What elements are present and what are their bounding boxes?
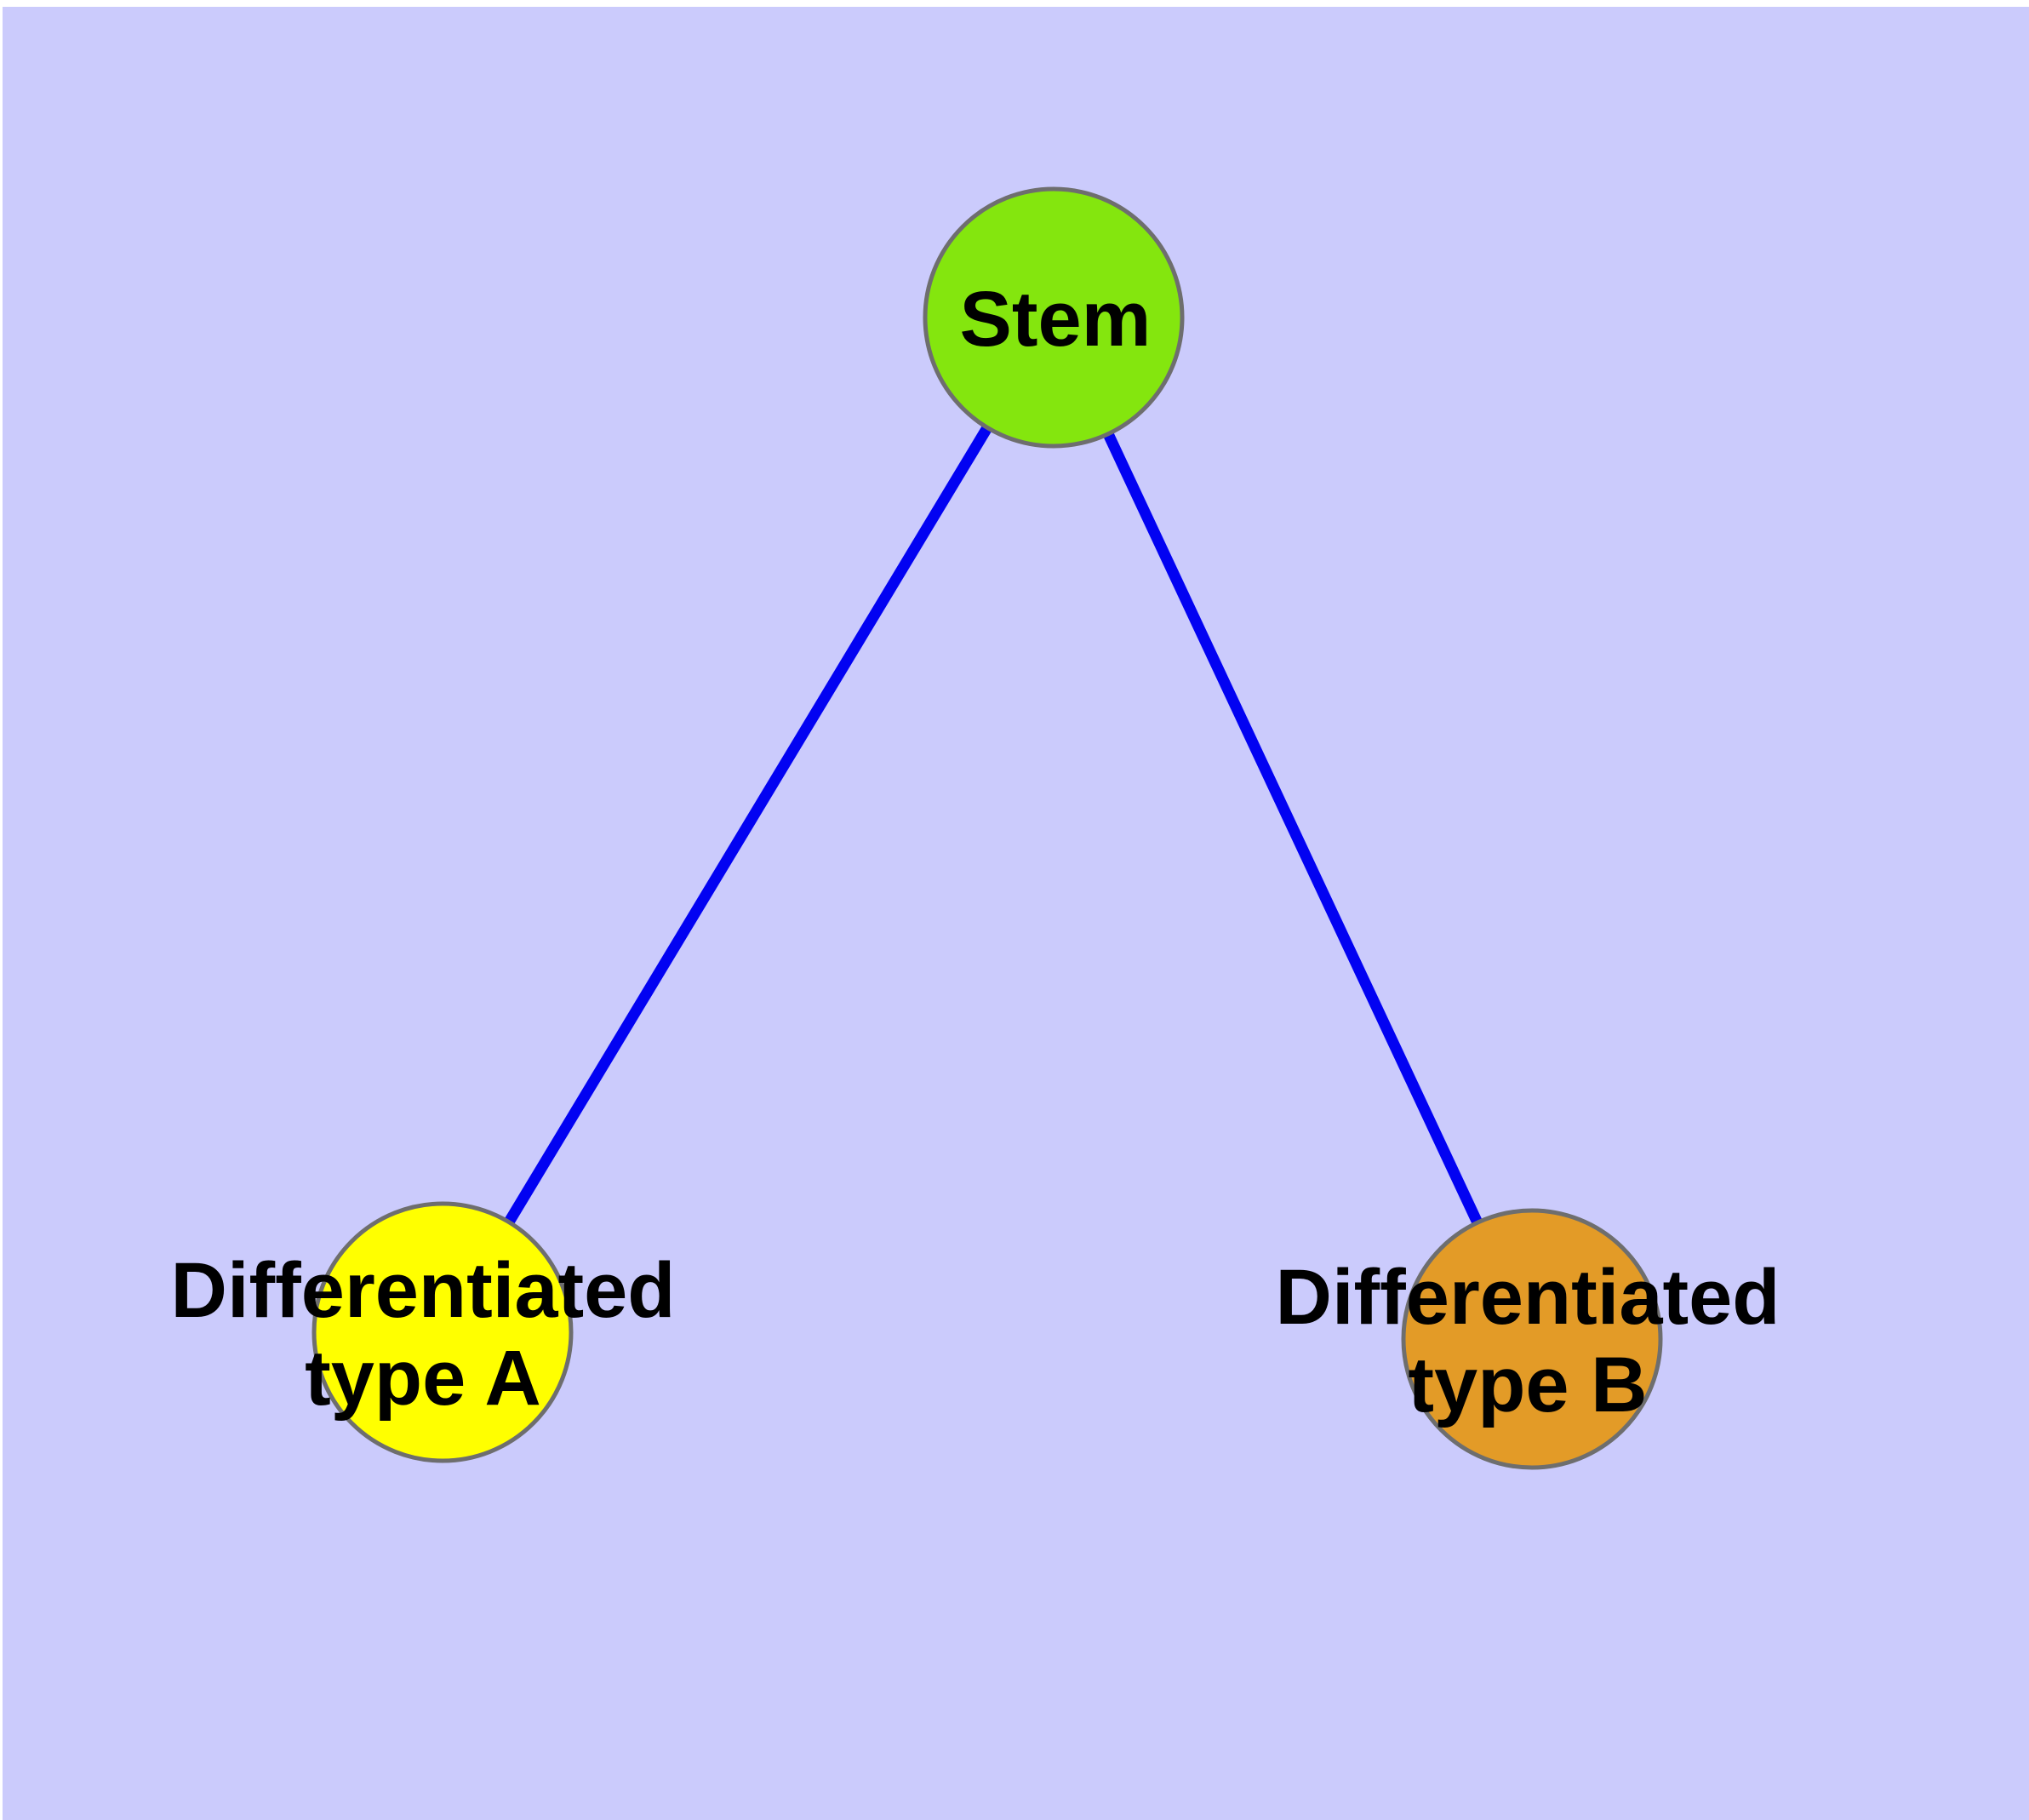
node-label-diff-type-a-line1: Differentiated [171,1247,676,1334]
node-diff-type-b [1401,1208,1663,1470]
node-stem [923,186,1185,449]
node-diff-type-a [311,1201,574,1463]
node-label-diff-type-b-line1: Differentiated [1276,1254,1780,1341]
node-label-diff-type-b-line2: type B [1408,1342,1647,1428]
nodes-layer [311,186,1663,1470]
edge-stem-to-diff-type-b [1049,315,1537,1342]
edges-layer [437,314,1537,1342]
node-label-diff-type-a-line2: type A [305,1335,541,1422]
node-label-stem-line1: Stem [960,276,1152,363]
edge-stem-to-diff-type-a [437,314,1059,1336]
